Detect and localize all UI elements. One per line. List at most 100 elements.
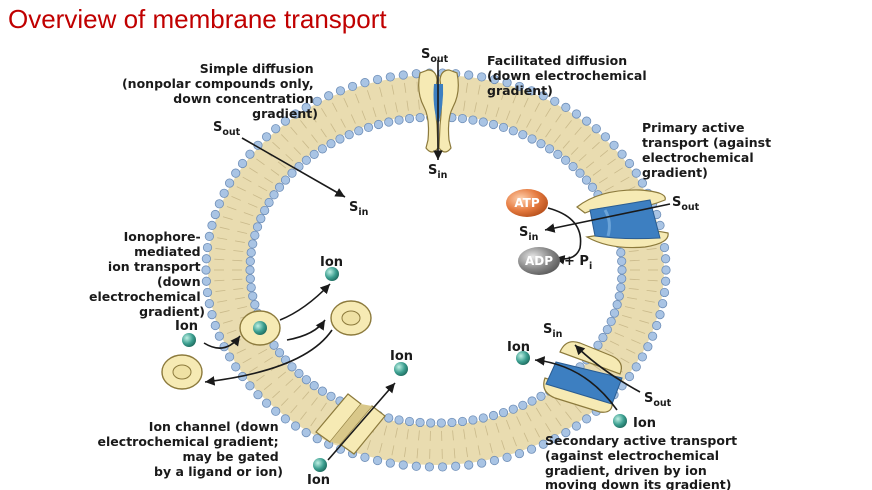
lipid-head-group [436,418,446,428]
lipid-head-group [248,291,258,301]
lipid-head-group [568,161,578,172]
lipid-head-group [464,460,474,470]
lipid-head-group [561,428,571,438]
ionophore-label: Ionophore- mediated ion transport (down … [89,229,205,319]
lipid-head-group [447,417,457,428]
lipid-head-group [398,460,408,470]
lipid-head-group [271,124,281,134]
lipid-head-group [290,109,301,119]
lipid-head-group [317,144,328,154]
lipid-head-group [538,439,548,449]
lipid-head-group [437,462,448,472]
ion-sphere [394,362,408,376]
lipid-head-group [518,130,528,140]
lipid-head-group [457,113,468,124]
lipid-head-group [526,444,537,454]
ion-label: Ion [507,340,530,355]
lipid-head-group [536,391,546,401]
lipid-head-group [204,298,214,309]
lipid-head-group [385,72,395,82]
lipid-head-group [271,406,281,416]
lipid-head-group [424,462,435,472]
lipid-head-group [617,256,627,266]
lipid-head-group [204,231,214,242]
s-out-simple: Sout [213,120,241,138]
lipid-head-group [210,320,220,331]
lipid-head-group [478,117,488,127]
lipid-head-group [260,205,270,216]
lipid-head-group [637,352,648,362]
lipid-head-group [498,122,509,133]
lipid-head-group [274,348,285,358]
lipid-head-group [652,320,662,331]
lipid-head-group [245,256,255,266]
lipid-head-group [252,222,263,232]
lipid-head-group [415,112,425,123]
lipid-head-group [317,386,328,396]
lipid-head-group [202,287,213,298]
lipid-head-group [602,324,612,335]
lipid-head-group [508,404,518,414]
lipid-head-group [201,265,211,275]
lipid-head-group [301,155,311,165]
lipid-head-group [643,342,653,352]
lipid-head-group [561,155,571,165]
facilitated-diffusion-transporter [418,69,459,153]
lipid-head-group [600,132,611,142]
lipid-head-group [609,308,620,318]
lipid-head-group [264,197,274,208]
lipid-head-group [301,102,311,112]
ionophore-back-arrow [204,329,333,386]
lipid-head-group [324,91,334,101]
lipid-head-group [245,265,255,275]
ion-sphere [613,414,627,428]
lipid-head-group [246,247,256,258]
lipid-head-group [581,175,592,185]
lipid-head-group [360,78,370,88]
ionophore-carrier-1 [161,354,203,390]
lipid-head-group [411,461,421,471]
ion-channel-arrow [327,382,396,461]
lipid-head-group [301,428,311,438]
lipid-head-group [309,149,319,159]
ion-sphere [182,333,196,347]
lipid-head-group [526,86,537,96]
lipid-head-group [269,190,279,200]
lipid-head-group [457,416,468,427]
lipid-head-group [614,291,624,301]
lipid-head-group [631,168,641,178]
lipid-head-group [294,368,304,379]
lipid-head-group [550,434,560,444]
lipid-head-group [508,126,518,136]
ionophore-carrier-3 [330,300,372,336]
ion-label: Ion [307,473,330,488]
ion-label: Ion [175,319,198,334]
lipid-head-group [426,418,436,428]
lipid-head-group [214,199,224,209]
lipid-head-group [468,115,478,125]
s-out-secondary: Sout [644,391,672,409]
lipid-head-group [631,362,641,372]
facilitated-diffusion-label: Facilitated diffusion (down electrochemi… [487,53,651,98]
lipid-head-group [582,414,592,424]
lipid-head-group [280,116,290,126]
lipid-head-group [571,109,582,119]
lipid-head-group [587,182,598,192]
ion-sphere [516,351,530,365]
s-out-primary: Sout [672,195,700,213]
lipid-head-group [598,332,608,343]
lipid-head-group [385,458,395,468]
lipid-head-group [488,410,499,421]
lipid-head-group [498,407,509,418]
lipid-head-group [489,74,500,85]
adp-sphere [518,247,560,275]
atp-label: ATP [514,196,540,210]
ionophore-ion-out-arrow [279,283,331,321]
lipid-head-group [201,276,211,286]
simple-diffusion-label: Simple diffusion (nonpolar compounds onl… [122,61,318,121]
lipid-head-group [655,310,665,320]
lipid-head-group [593,340,603,350]
lipid-head-group [527,396,537,406]
lipid-head-group [335,134,345,144]
lipid-head-group [404,416,415,427]
